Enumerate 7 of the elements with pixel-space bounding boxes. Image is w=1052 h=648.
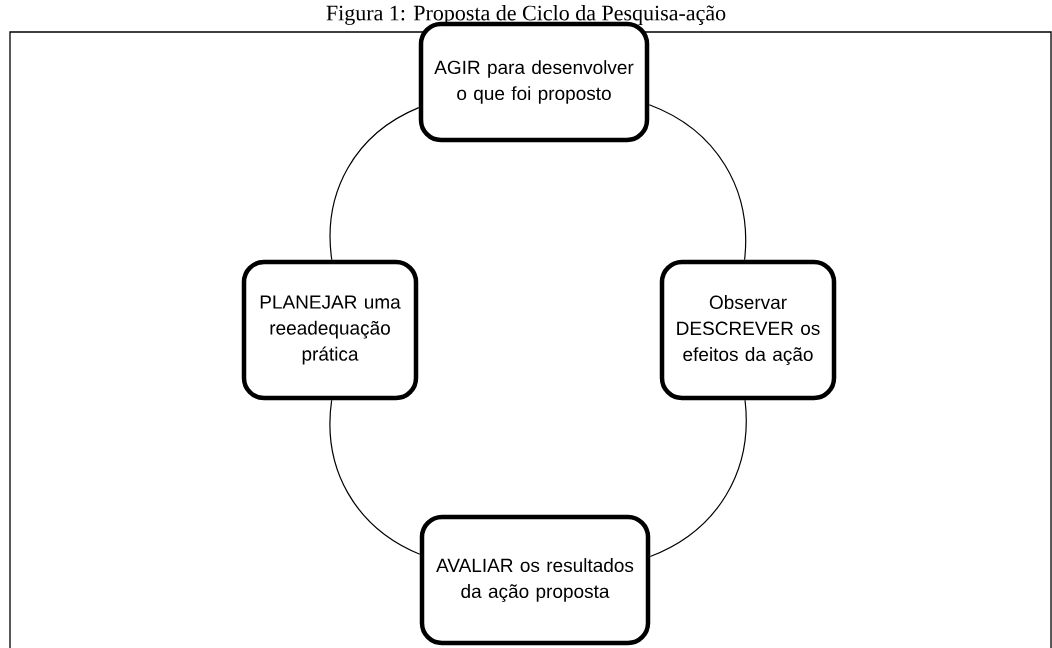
connector-arc (648, 104, 747, 261)
connector-arc (329, 107, 420, 261)
process-box: AVALIAR os resultados da ação proposta (419, 514, 651, 646)
connector-arc (649, 399, 747, 558)
connector-arc (329, 399, 421, 555)
process-box: PLANEJAR uma reeadequação prática (241, 259, 419, 401)
process-box: Observar DESCREVER os efeitos da ação (659, 259, 837, 401)
